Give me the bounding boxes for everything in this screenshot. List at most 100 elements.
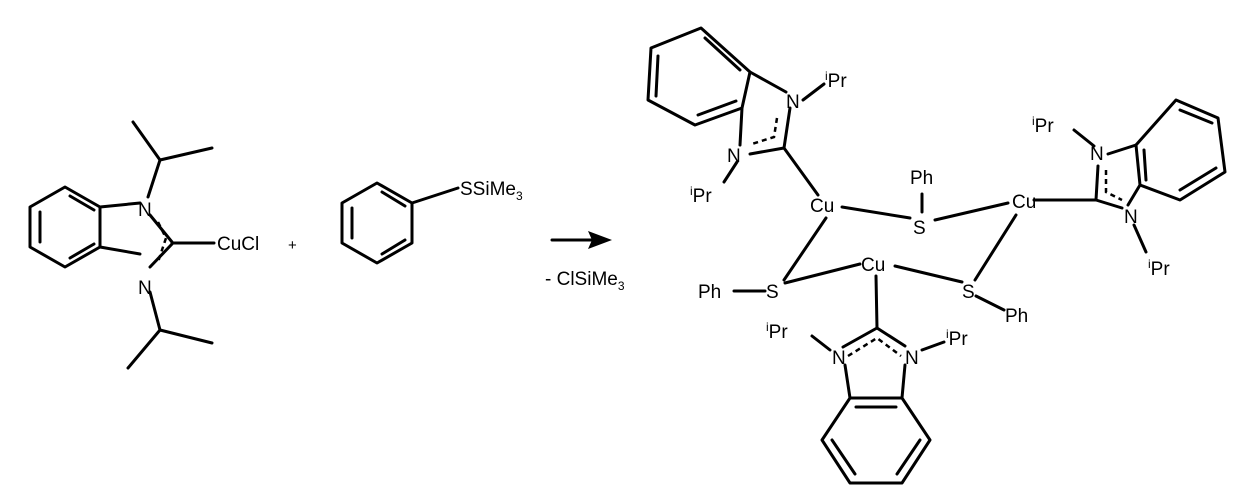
ring-double-bond <box>696 99 738 117</box>
product-trimer: Cu Cu Cu S S S Ph Ph Ph N N iPr iPr <box>646 26 1227 485</box>
ring-double-bond <box>380 190 407 208</box>
ipr-label: iPr <box>825 69 847 92</box>
ipr-label: iPr <box>690 184 712 207</box>
ipr-main: Pr <box>828 71 848 92</box>
c-cu-bond <box>782 146 820 197</box>
ring-double-bond <box>68 242 96 260</box>
s-label: S <box>962 282 975 303</box>
byproduct-main: - ClSiMe <box>545 269 618 290</box>
n-ipr-bond <box>801 82 826 102</box>
bond <box>148 213 174 244</box>
ring-double-bond <box>1178 108 1214 125</box>
bond <box>98 201 142 209</box>
bond <box>748 70 788 94</box>
sssime3-subscript: 3 <box>516 189 523 203</box>
bond <box>1094 198 1124 210</box>
ipr-superscript: i <box>1032 114 1035 128</box>
atom-label-n: N <box>727 146 741 167</box>
atom-label-n: N <box>1124 207 1138 228</box>
benzo-ring <box>820 396 932 485</box>
phenyl-ring <box>340 181 414 265</box>
cu-s-bond <box>933 201 1010 222</box>
cu-s-bond <box>782 216 828 282</box>
cu-label: Cu <box>861 255 885 276</box>
s-ph-bond <box>974 294 1006 312</box>
bond <box>131 120 162 162</box>
nhc-ligand-bottom: N N iPr iPr <box>766 274 968 485</box>
s-label: S <box>913 218 926 239</box>
ipr-main: Pr <box>1035 116 1055 137</box>
bond <box>843 363 852 400</box>
bond <box>1126 183 1142 207</box>
n-ipr-bond <box>920 340 946 352</box>
ipr-label: iPr <box>946 327 968 350</box>
ipr-superscript: i <box>825 69 828 83</box>
ipr-superscript: i <box>690 184 693 198</box>
arrow-head <box>588 231 612 249</box>
ipr-main: Pr <box>769 322 789 343</box>
benzo-ring <box>646 26 752 127</box>
nhc-ligand-right: N N iPr iPr <box>1032 98 1227 280</box>
bond <box>748 146 786 156</box>
byproduct-label: - ClSiMe3 <box>545 269 625 293</box>
ipr-label: iPr <box>766 320 788 343</box>
bond <box>738 106 744 147</box>
delocalized-bond <box>751 117 779 146</box>
cu-c-bond <box>874 274 879 330</box>
ph-label: Ph <box>698 282 721 303</box>
s-label: S <box>766 282 779 303</box>
ipr-superscript: i <box>766 320 769 334</box>
ring-double-bond <box>1178 166 1218 192</box>
reaction-arrow: - ClSiMe3 <box>545 231 625 293</box>
atom-label-n: N <box>832 348 846 369</box>
bond <box>158 146 214 162</box>
ring-double-bond <box>895 438 922 476</box>
ipr-label: iPr <box>1148 257 1170 280</box>
atom-label-n: N <box>905 348 919 369</box>
bond <box>1106 143 1138 156</box>
byproduct-subscript: 3 <box>618 279 625 293</box>
cucl-label: CuCl <box>217 234 259 255</box>
delocalized-bond <box>1104 170 1123 202</box>
n-ipr-bond <box>722 160 739 184</box>
cu-s-bond <box>893 264 964 284</box>
atom-label-n: N <box>1090 144 1104 165</box>
n-ipr-bond <box>1132 223 1148 254</box>
sssime3-label: SSiMe3 <box>460 179 523 203</box>
bond <box>158 328 214 345</box>
bond <box>148 290 162 332</box>
bond <box>126 328 162 370</box>
reagent-phssime3: SSiMe3 <box>340 179 523 265</box>
bond <box>146 158 162 199</box>
bond <box>900 363 907 400</box>
ph-label: Ph <box>1005 306 1028 327</box>
ring-double-bond <box>1142 148 1148 182</box>
delocalized-bond <box>847 336 902 358</box>
bond <box>841 326 879 349</box>
atom-label-n: N <box>786 92 800 113</box>
benzo-ring <box>1134 98 1227 202</box>
ring-double-bond <box>654 54 660 98</box>
sssime3-main: SSiMe <box>460 179 516 200</box>
bond <box>410 186 460 205</box>
atom-label-n: N <box>138 200 152 221</box>
reagent-nhc-cucl: N N CuCl <box>28 120 259 370</box>
ring-double-bond <box>703 36 742 72</box>
n-ipr-bond <box>810 334 832 352</box>
cu-s-bond <box>783 262 862 285</box>
bond <box>782 106 792 150</box>
cu-s-bond <box>973 213 1018 282</box>
bond <box>98 245 142 256</box>
ipr-superscript: i <box>1148 257 1151 271</box>
plus-sign: + <box>288 237 297 254</box>
nhc-ligand-top-left: N N iPr iPr <box>646 26 847 207</box>
ph-label: Ph <box>910 168 933 189</box>
bond <box>875 326 907 348</box>
ring-double-bond <box>380 238 407 256</box>
ipr-main: Pr <box>693 186 713 207</box>
n-ipr-bond <box>1072 128 1096 148</box>
cu-label: Cu <box>810 196 834 217</box>
ipr-main: Pr <box>949 329 969 350</box>
ring-double-bond <box>68 194 96 212</box>
